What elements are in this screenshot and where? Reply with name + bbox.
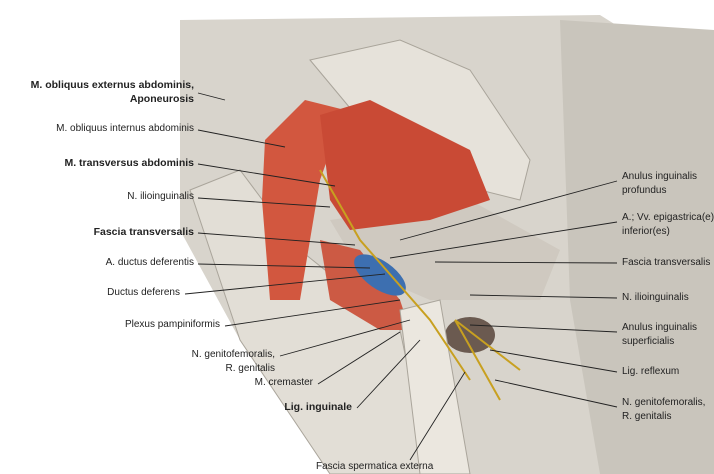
- label-ilioinguinalis-left: N. ilioinguinalis: [127, 191, 194, 202]
- label-line: R. genitalis: [225, 363, 275, 374]
- label-line: Anulus inguinalis: [622, 171, 698, 182]
- label-anulus-superficialis: Anulus inguinalis superficialis: [622, 321, 697, 349]
- label-fascia-spermatica: Fascia spermatica externa: [316, 461, 434, 472]
- label-lig-reflexum: Lig. reflexum: [622, 366, 680, 377]
- label-line: N. genitofemoralis,: [191, 349, 275, 360]
- label-a-ductus-deferentis: A. ductus deferentis: [105, 257, 194, 268]
- right-wall: [560, 20, 714, 474]
- label-line: M. obliquus externus abdominis,: [30, 79, 194, 91]
- label-ilioinguinalis-right: N. ilioinguinalis: [622, 292, 689, 303]
- label-transversus: M. transversus abdominis: [64, 157, 194, 169]
- label-line: A.; Vv. epigastrica(e): [622, 212, 714, 223]
- label-line: N. genitofemoralis,: [622, 397, 706, 408]
- label-line: R. genitalis: [622, 411, 672, 422]
- label-ductus-deferens: Ductus deferens: [107, 287, 180, 298]
- label-line: profundus: [622, 185, 667, 196]
- label-line: Aponeurosis: [129, 93, 194, 105]
- label-fascia-transversalis-right: Fascia transversalis: [622, 257, 711, 268]
- spermatic-cord: [354, 254, 406, 296]
- label-genitofemoralis-right: N. genitofemoralis, R. genitalis: [622, 396, 705, 424]
- label-fascia-transversalis-left: Fascia transversalis: [93, 226, 194, 238]
- label-lig-inguinale: Lig. inguinale: [284, 401, 352, 413]
- label-line: superficialis: [622, 336, 675, 347]
- label-anulus-profundus: Anulus inguinalis profundus: [622, 170, 697, 198]
- lig-inguinale-shape: [399, 299, 471, 474]
- cremaster-muscle: [320, 240, 410, 330]
- label-genitofemoralis-left: N. genitofemoralis, R. genitalis: [192, 348, 275, 376]
- label-obliquus-externus: M. obliquus externus abdominis, Aponeuros…: [31, 78, 194, 106]
- leader-lines: [184, 92, 618, 461]
- label-plexus-pampiniformis: Plexus pampiniformis: [124, 319, 220, 330]
- nerve: [319, 169, 521, 401]
- label-obliquus-internus: M. obliquus internus abdominis: [56, 123, 194, 134]
- label-cremaster: M. cremaster: [254, 377, 313, 388]
- transversus-muscle: [320, 100, 490, 230]
- label-line: Anulus inguinalis: [622, 322, 698, 333]
- label-line: inferior(es): [622, 226, 670, 237]
- label-epigastrica: A.; Vv. epigastrica(e) inferior(es): [622, 211, 714, 239]
